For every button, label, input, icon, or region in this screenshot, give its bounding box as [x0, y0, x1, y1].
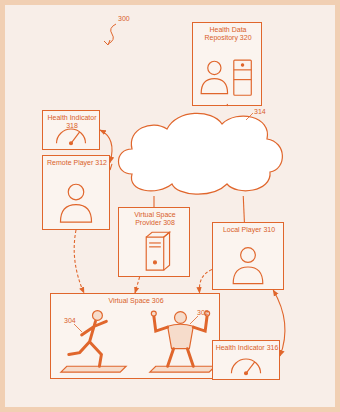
node-label: Local Player 310: [215, 226, 283, 234]
node-label: Health Indicator 316: [215, 344, 279, 352]
player-icon: [43, 156, 109, 229]
node-label: Virtual Space 306: [53, 297, 219, 305]
server-icon: [119, 208, 189, 276]
dashed-arrow: [199, 270, 212, 293]
provider-box: Virtual Space Provider 308: [118, 207, 190, 277]
dashed-arrow: [74, 230, 84, 293]
player-box: Local Player 310: [212, 222, 284, 290]
cloud-shape: [112, 104, 287, 196]
avatar-figures: [51, 294, 219, 378]
indicator-box: Health Indicator 316: [212, 340, 280, 380]
network-link: [243, 196, 244, 222]
node-label: Remote Player 312: [45, 159, 109, 167]
indicator-box: Health Indicator 318: [42, 110, 100, 150]
player-box: Remote Player 312: [42, 155, 110, 230]
network-link: [153, 196, 154, 207]
callout-number: 304: [64, 317, 76, 324]
virtual-space-box: Virtual Space 306: [50, 293, 220, 379]
repository-box: Health Data Repository 320: [192, 22, 262, 106]
network-cloud: 314: [112, 104, 287, 196]
figure-leader-head: [104, 40, 110, 45]
callout-number: 302: [197, 309, 209, 316]
node-label: Virtual Space Provider 308: [121, 211, 189, 226]
figure-number: 300: [118, 15, 130, 22]
dashed-arrow: [135, 277, 140, 293]
node-label: Health Indicator 318: [45, 114, 99, 129]
node-label: Health Data Repository 320: [195, 26, 261, 41]
network-link: [110, 164, 112, 170]
node-label: 314: [254, 108, 274, 116]
